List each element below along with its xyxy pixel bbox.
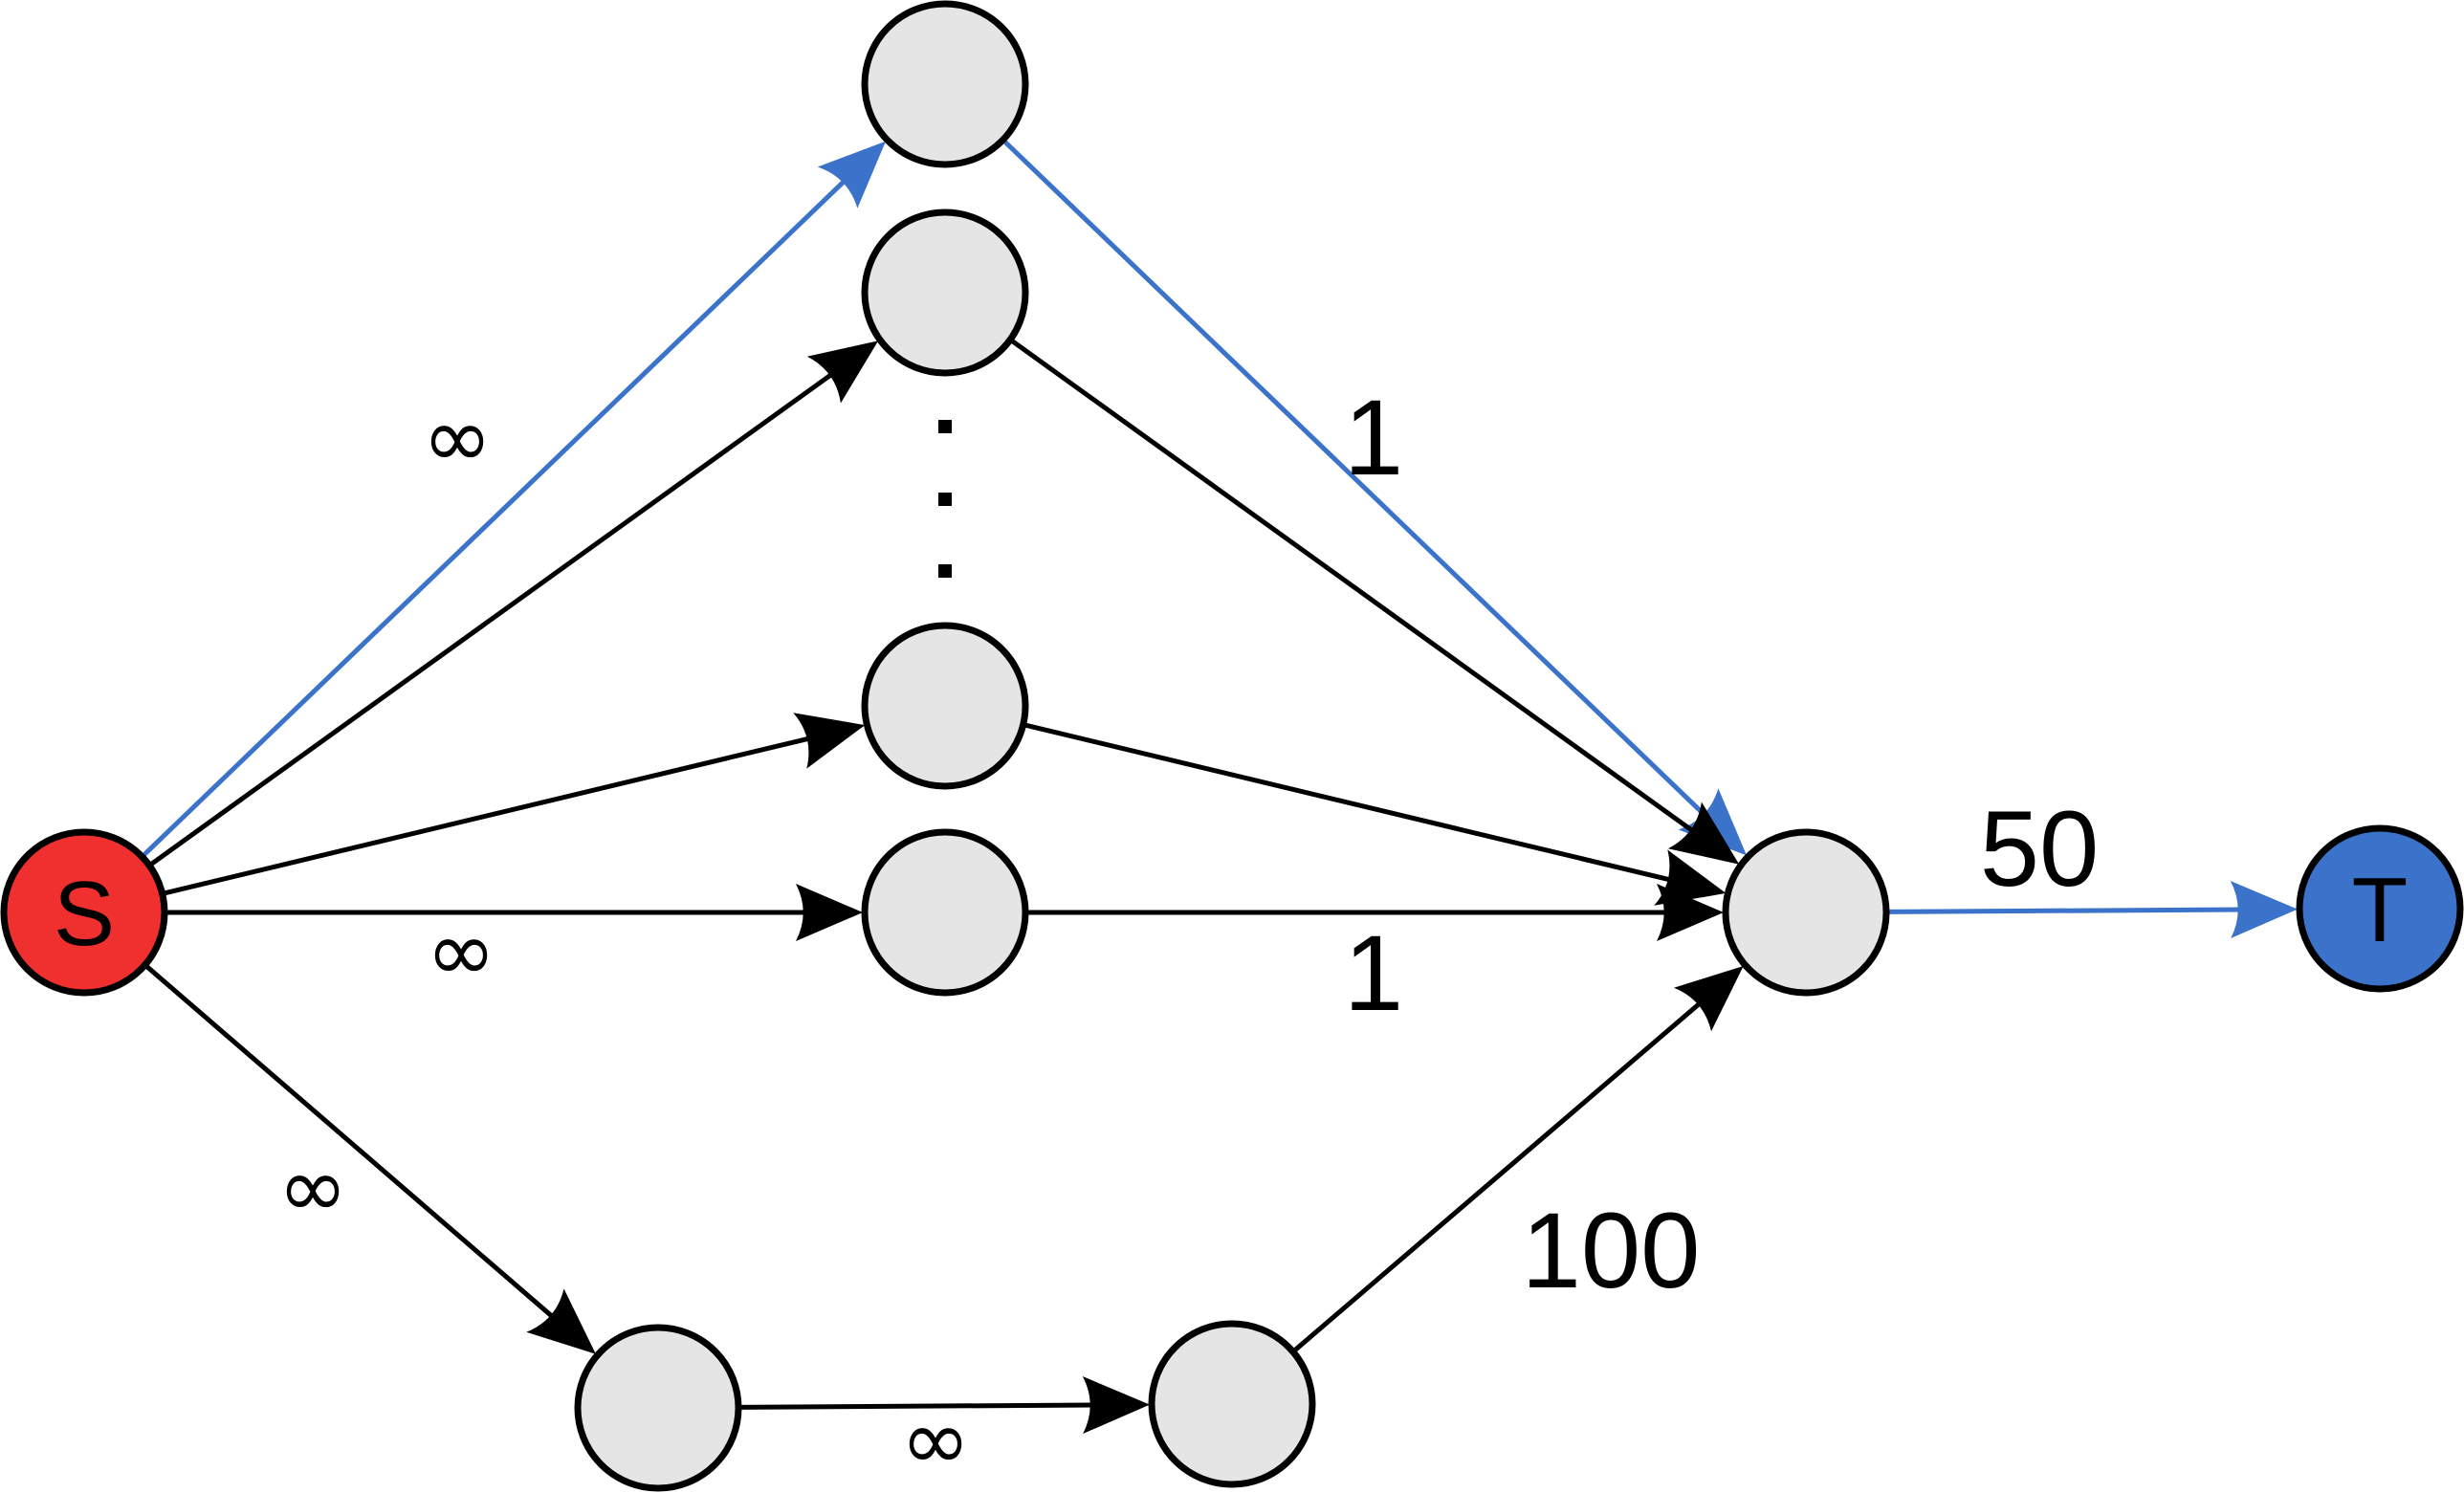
- edge-label-b-mid: ∞: [900, 1391, 970, 1489]
- node-a1: [861, 0, 1029, 168]
- edge-s-a1: [142, 141, 887, 858]
- edge-b1-b2: [739, 1376, 1151, 1435]
- edge-label-s-top: ∞: [422, 388, 492, 487]
- edge-line: [1024, 722, 1675, 884]
- node-a2-circle: [861, 209, 1029, 377]
- node-a4: [861, 828, 1029, 997]
- arrowhead: [1674, 965, 1744, 1032]
- edge-a2-m: [1010, 339, 1740, 865]
- edge-s-b1: [144, 964, 596, 1354]
- edge-line: [1292, 999, 1705, 1352]
- arrowhead: [796, 884, 863, 941]
- node-a3: [861, 622, 1029, 790]
- edge-m-t: [1887, 881, 2299, 939]
- node-b2: [1148, 1320, 1316, 1488]
- arrowhead: [1667, 801, 1740, 865]
- arrowhead: [2230, 881, 2299, 939]
- edges: [142, 139, 2299, 1435]
- ellipsis-dot: [938, 564, 952, 578]
- node-m: [1722, 828, 1890, 997]
- edge-label-s-low: ∞: [277, 1138, 347, 1237]
- edge-label-a1-m: 1: [1344, 378, 1403, 497]
- edge-s-a3: [164, 713, 866, 896]
- node-s-label: S: [54, 863, 115, 965]
- node-m-circle: [1722, 828, 1890, 997]
- arrowhead: [526, 1288, 596, 1354]
- edge-line: [149, 369, 837, 867]
- edge-s-a4: [166, 884, 863, 941]
- node-a2: [861, 209, 1029, 377]
- vertical-ellipsis: [938, 420, 952, 578]
- arrowhead: [793, 713, 866, 769]
- node-b1: [574, 1324, 742, 1492]
- edge-b2-m: [1292, 965, 1744, 1352]
- arrowhead: [806, 340, 879, 404]
- edge-a3-m: [1024, 722, 1727, 906]
- ellipsis-dot: [938, 493, 952, 506]
- arrowhead: [817, 141, 887, 209]
- node-s: S: [0, 828, 168, 997]
- edge-line: [144, 964, 558, 1322]
- edge-line: [164, 735, 814, 896]
- edge-line: [1887, 907, 2245, 914]
- edge-line: [142, 176, 849, 858]
- arrowhead: [1082, 1376, 1151, 1435]
- edge-labels: ∞ ∞ ∞ ∞ 1 1 100 50: [277, 378, 2099, 1489]
- node-s-circle: [0, 828, 168, 997]
- edge-line: [739, 1402, 1097, 1410]
- edge-label-b2-m: 100: [1522, 1191, 1701, 1310]
- node-a3-circle: [861, 622, 1029, 790]
- node-t-label: T: [2352, 859, 2409, 961]
- node-a4-circle: [861, 828, 1029, 997]
- edge-label-a4-m: 1: [1344, 913, 1403, 1033]
- node-b2-circle: [1148, 1320, 1316, 1488]
- node-b1-circle: [574, 1324, 742, 1492]
- edge-a4-m: [1027, 884, 1724, 941]
- edge-s-a2: [149, 340, 879, 867]
- node-t: T: [2296, 824, 2464, 993]
- ellipsis-dot: [938, 420, 952, 433]
- node-a1-circle: [861, 0, 1029, 168]
- edge-line: [1002, 139, 1710, 821]
- arrowhead: [1657, 884, 1724, 941]
- edge-label-s-mid: ∞: [426, 902, 495, 1000]
- node-t-circle: [2296, 824, 2464, 993]
- edge-line: [1010, 339, 1698, 836]
- edge-label-m-t: 50: [1980, 789, 2100, 909]
